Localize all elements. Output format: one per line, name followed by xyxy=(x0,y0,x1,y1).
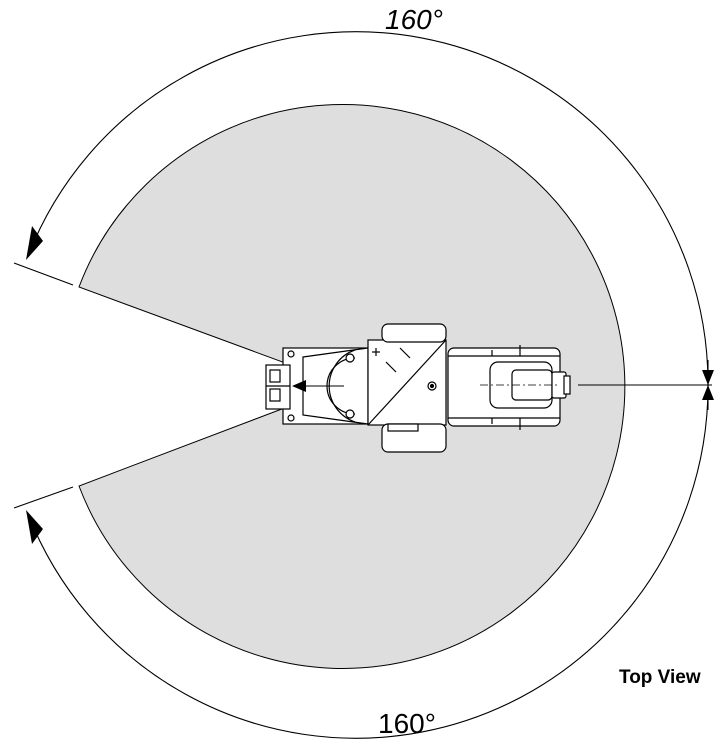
wedge-extension-line-top xyxy=(13,262,74,286)
robot-motor-top xyxy=(381,323,447,343)
robot-flange xyxy=(563,375,571,395)
arc-top-arrowhead-icon xyxy=(26,226,43,260)
rotation-arc-bottom xyxy=(27,384,709,739)
angle-label-bottom: 160° xyxy=(378,708,436,739)
base-direction-arrow-icon xyxy=(292,380,306,392)
rotation-arc-top xyxy=(27,31,709,386)
angle-label-top: 160° xyxy=(385,4,443,35)
wedge-extension-line-bottom xyxy=(13,486,74,509)
arc-bottom-arrowhead-icon xyxy=(26,510,43,544)
view-label: Top View xyxy=(619,667,701,688)
